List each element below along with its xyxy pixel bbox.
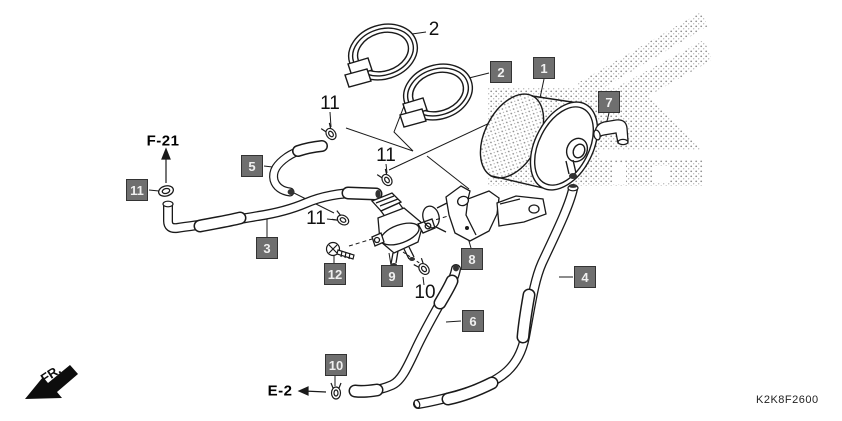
grommet-11 [157, 185, 175, 197]
e2-arrow [297, 386, 327, 396]
ref-label-e2[interactable]: E-2 [267, 382, 293, 400]
hose-3 [162, 186, 383, 234]
f21-arrow [161, 147, 171, 183]
tube-clip-10a [413, 257, 430, 276]
hose-6 [348, 264, 461, 398]
tube-clip-11c [331, 210, 350, 226]
diagram-code: K2K8F2600 [756, 394, 819, 406]
callout-box-5[interactable]: 5 [241, 155, 263, 177]
callout-text-11b[interactable]: 11 [376, 145, 396, 166]
callout-box-1[interactable]: 1 [533, 57, 555, 79]
tube-clip-11a [320, 122, 337, 141]
callout-box-6[interactable]: 6 [462, 310, 484, 332]
mounting-bracket [422, 185, 547, 242]
tube-clip-10b [330, 382, 342, 400]
callout-box-3[interactable]: 3 [256, 237, 278, 259]
tube-clamp-lower [399, 63, 474, 128]
callout-box-7[interactable]: 7 [598, 91, 620, 113]
screw [325, 241, 355, 260]
tube-clip-11b [376, 168, 393, 187]
hose-5 [269, 140, 328, 197]
canister [479, 93, 599, 191]
callout-text-10[interactable]: 10 [414, 282, 436, 303]
callout-text-2[interactable]: 2 [428, 19, 440, 40]
front-direction-arrow-icon [25, 365, 78, 399]
hose-4 [413, 184, 579, 409]
canister-elbow-tube [593, 119, 629, 146]
callout-box-12[interactable]: 12 [324, 263, 346, 285]
stipple-gaps [600, 150, 704, 184]
callout-box-11[interactable]: 11 [126, 179, 148, 201]
callout-box-2[interactable]: 2 [490, 61, 512, 83]
callout-box-4[interactable]: 4 [574, 266, 596, 288]
callout-text-11c[interactable]: 11 [306, 208, 326, 229]
callout-box-10[interactable]: 10 [325, 354, 347, 376]
callout-text-11a[interactable]: 11 [320, 93, 340, 114]
callout-box-9[interactable]: 9 [381, 265, 403, 287]
purge-valve [370, 192, 436, 267]
callout-box-8[interactable]: 8 [461, 248, 483, 270]
tube-clamp-upper [344, 23, 419, 88]
ref-label-f21[interactable]: F-21 [146, 132, 180, 150]
